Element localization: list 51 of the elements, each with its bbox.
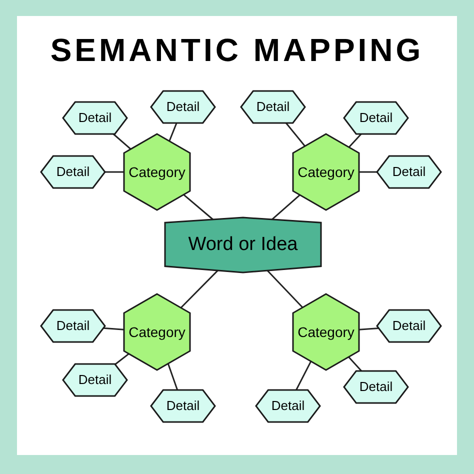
- node-text: Detail: [78, 371, 112, 390]
- node-text: Word or Idea: [188, 232, 298, 257]
- node-text: Category: [298, 162, 354, 182]
- detail-hexagon: [256, 390, 320, 422]
- category-hexagon: [293, 134, 359, 210]
- detail-hexagon: [344, 371, 408, 403]
- detail-hexagon: [41, 310, 105, 342]
- connector-line: [266, 270, 304, 308]
- detail-hexagon: [377, 310, 441, 342]
- node-text: Category: [298, 322, 354, 342]
- connector-line: [272, 194, 300, 220]
- category-hexagon: [124, 134, 190, 210]
- node-text: Detail: [56, 163, 90, 182]
- connector-line: [180, 270, 218, 308]
- connector-line: [168, 122, 178, 142]
- idea-banner: [165, 217, 321, 273]
- node-text: Detail: [271, 397, 305, 416]
- node-text: Detail: [359, 109, 393, 128]
- node-text: Category: [128, 162, 186, 182]
- detail-hexagon: [344, 102, 408, 134]
- detail-hexagon: [63, 364, 127, 396]
- node-text: Category: [128, 322, 186, 342]
- node-text: Detail: [359, 378, 393, 396]
- detail-hexagon: [241, 91, 305, 123]
- detail-hexagon: [63, 102, 127, 134]
- connector-line: [296, 360, 312, 390]
- connector-line: [183, 194, 214, 220]
- detail-hexagon: [151, 91, 215, 123]
- node-text: Detail: [78, 109, 112, 128]
- connector-line: [105, 171, 124, 173]
- connector-line: [285, 122, 306, 147]
- node-text: Detail: [56, 317, 90, 336]
- detail-hexagon: [151, 390, 215, 422]
- category-hexagon: [293, 294, 359, 370]
- node-text: Detail: [392, 317, 426, 336]
- connector-line: [103, 327, 124, 330]
- node-text: Detail: [256, 98, 290, 116]
- connector-line: [167, 363, 178, 390]
- node-text: Detail: [392, 163, 426, 182]
- detail-hexagon: [41, 156, 105, 188]
- title: SEMANTIC MAPPING: [50, 31, 424, 70]
- connector-line: [358, 327, 379, 330]
- connector-line: [112, 133, 132, 150]
- node-text: Detail: [166, 397, 200, 416]
- connector-line: [348, 134, 362, 148]
- connector-line: [359, 171, 377, 173]
- detail-hexagon: [377, 156, 441, 188]
- category-hexagon: [124, 294, 190, 370]
- connector-line: [114, 353, 130, 365]
- node-text: Detail: [166, 98, 200, 116]
- connector-line: [348, 356, 362, 372]
